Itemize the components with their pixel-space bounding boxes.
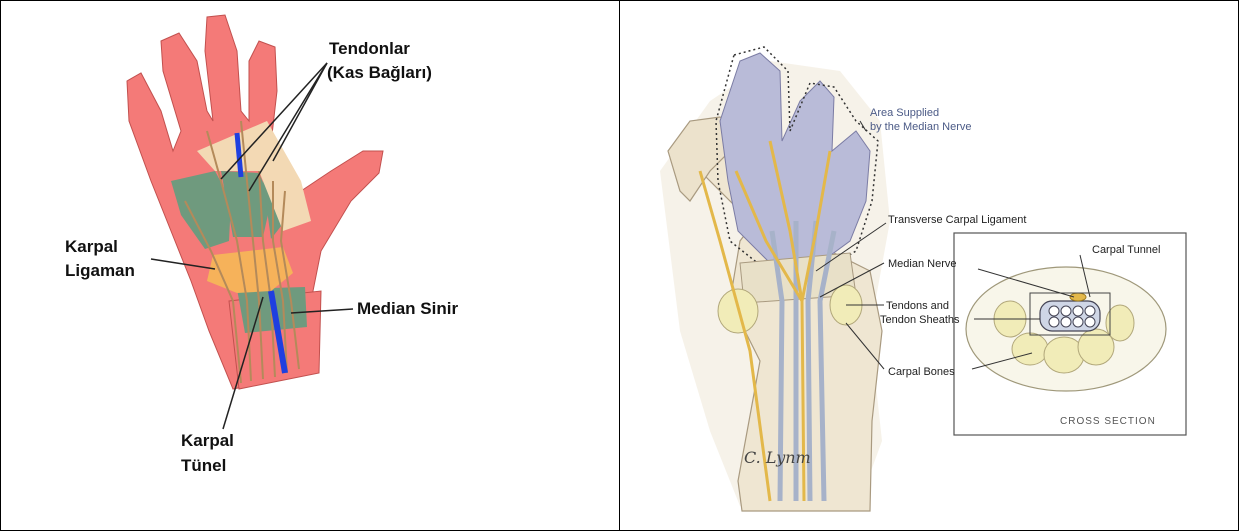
label-karpal-2: Karpal <box>181 431 234 450</box>
label-median-sinir: Median Sinir <box>357 299 458 318</box>
label-karpal-1: Karpal <box>65 237 118 256</box>
artist-signature: C. Lynm <box>744 448 811 467</box>
label-tendons-and: Tendons and <box>886 300 949 312</box>
right-wrist-illustration: Area Supplied by the Median Nerve Transv… <box>620 1 1238 529</box>
left-hand-illustration: Tendonlar (Kas Bağları) Karpal Ligaman M… <box>1 1 619 529</box>
label-carpal-tunnel: Carpal Tunnel <box>1092 244 1161 256</box>
label-tendonlar: Tendonlar <box>329 39 410 58</box>
label-by-median-nerve: by the Median Nerve <box>870 121 972 133</box>
label-cross-section: CROSS SECTION <box>1060 416 1156 427</box>
label-area-supplied: Area Supplied <box>870 107 939 119</box>
label-transverse-ligament: Transverse Carpal Ligament <box>888 214 1026 226</box>
label-ligaman: Ligaman <box>65 261 135 280</box>
label-carpal-bones: Carpal Bones <box>888 366 955 378</box>
label-tendon-sheaths: Tendon Sheaths <box>880 314 960 326</box>
label-median-nerve: Median Nerve <box>888 258 956 270</box>
label-tunel: Tünel <box>181 456 226 475</box>
left-hand-diagram: Tendonlar (Kas Bağları) Karpal Ligaman M… <box>1 1 619 529</box>
right-wrist-diagram: Area Supplied by the Median Nerve Transv… <box>620 1 1238 529</box>
label-kas-baglari: (Kas Bağları) <box>327 63 432 82</box>
